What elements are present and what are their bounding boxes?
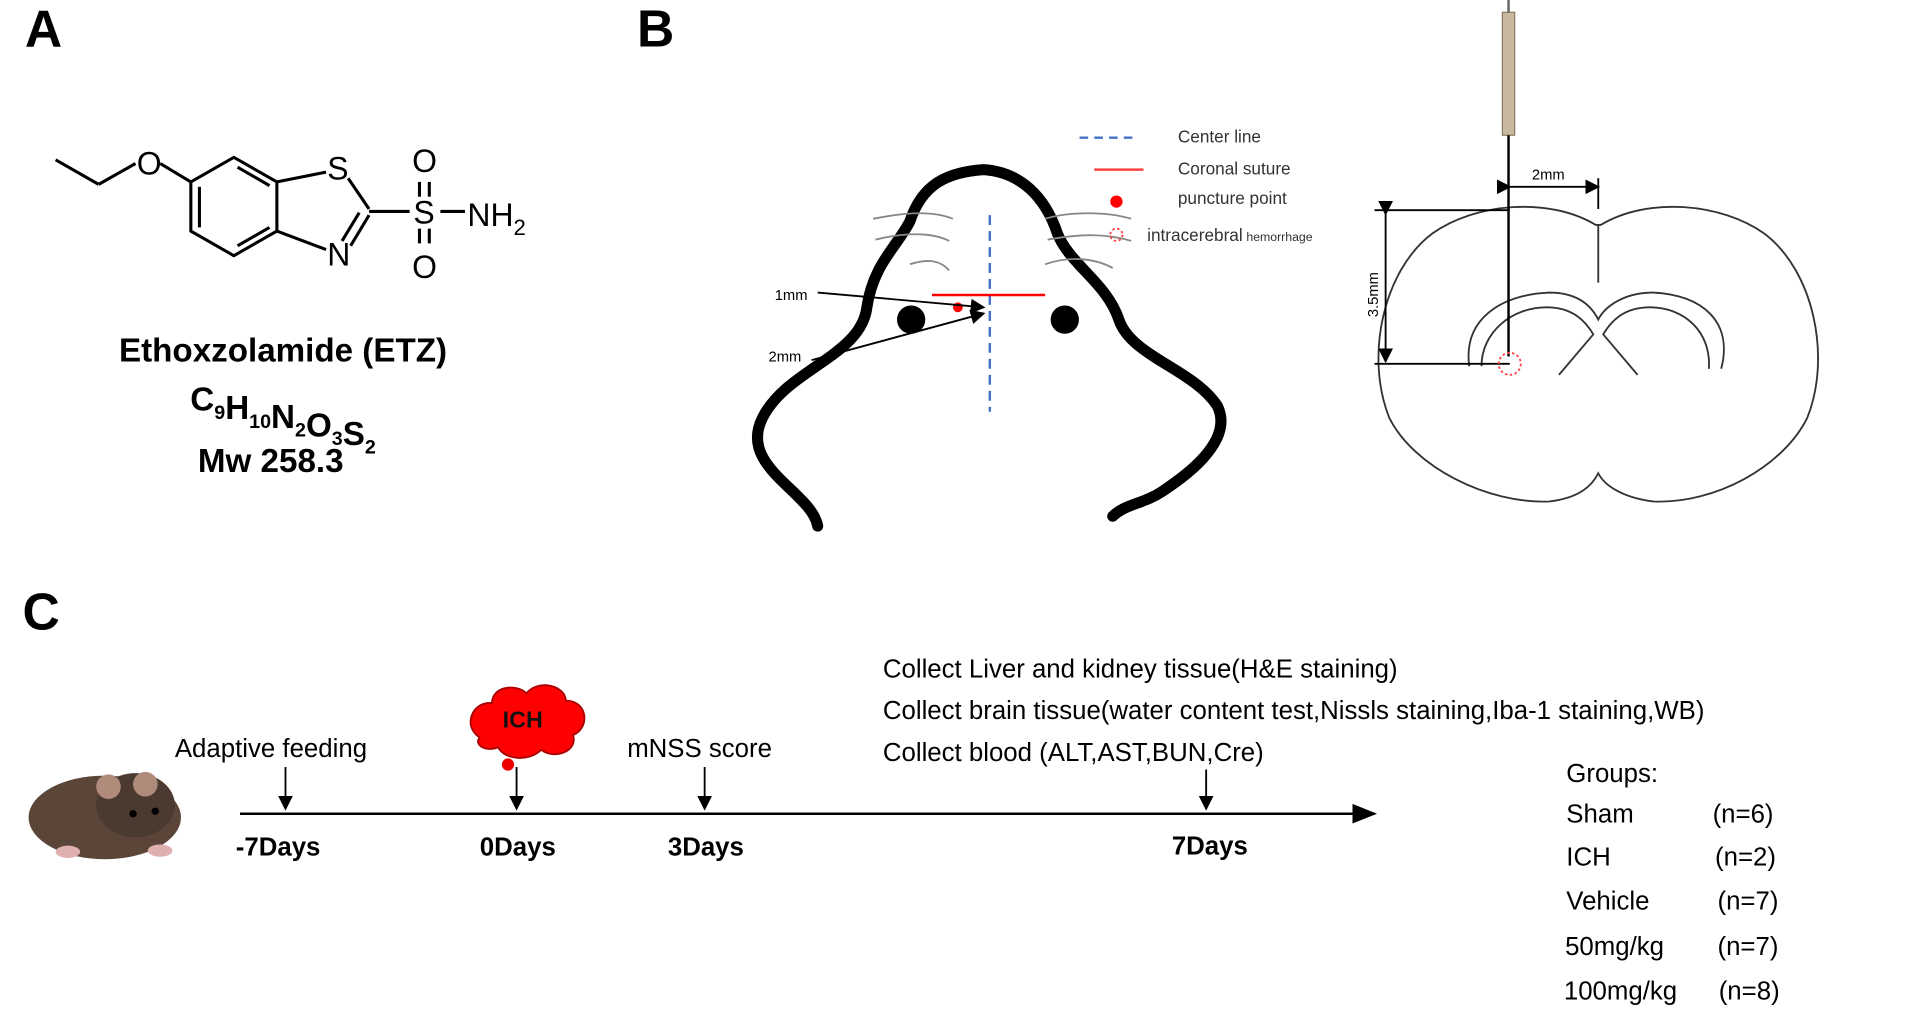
collect-blood: Collect blood (ALT,AST,BUN,Cre) xyxy=(883,739,1264,767)
measure-depth: 3.5mm xyxy=(1366,272,1382,317)
collect-brain: Collect brain tissue(water content test,… xyxy=(883,697,1705,725)
group-n: (n=7) xyxy=(1717,933,1778,961)
event-mnss-score: mNSS score xyxy=(627,735,772,763)
atom-o: O xyxy=(137,146,162,182)
brain-measure-lines xyxy=(1374,178,1601,365)
atom-nh2: NH2 xyxy=(467,197,525,240)
group-n: (n=8) xyxy=(1719,977,1780,1005)
formula-element: C xyxy=(190,382,214,419)
legend-hemorrhage-swatch xyxy=(1109,227,1124,242)
legend-puncture-swatch xyxy=(1110,195,1123,208)
formula-element: O xyxy=(306,407,332,444)
atom-o: O xyxy=(412,143,437,179)
brain-coronal-section xyxy=(1377,205,1819,503)
group-name: 100mg/kg xyxy=(1564,977,1677,1005)
formula-subscript: 2 xyxy=(295,419,306,441)
legend: Center line Coronal suture puncture poin… xyxy=(1079,127,1313,245)
groups-title: Groups: xyxy=(1566,760,1658,788)
day-label: -7Days xyxy=(236,834,321,862)
groups-list: Groups: Sham (n=6) ICH (n=2) Vehicle (n=… xyxy=(1564,760,1780,1006)
rat-photo xyxy=(28,771,182,860)
formula-subscript: 9 xyxy=(214,402,225,424)
formula-element: N xyxy=(271,399,295,436)
day-label: 0Days xyxy=(480,834,556,862)
event-adaptive-feeding: Adaptive feeding xyxy=(175,735,367,763)
formula-element: H xyxy=(225,390,249,427)
panel-label-c: C xyxy=(22,582,59,640)
day-label: 7Days xyxy=(1172,832,1248,860)
group-n: (n=2) xyxy=(1715,843,1776,871)
atom-n: N xyxy=(327,237,350,273)
ich-label: ICH xyxy=(503,707,543,733)
timeline-arrows xyxy=(278,767,1214,811)
group-n: (n=7) xyxy=(1717,888,1778,916)
formula-element: S xyxy=(343,416,365,453)
group-name: Sham xyxy=(1566,800,1633,828)
atom-s: S xyxy=(327,150,348,186)
formula-subscript: 2 xyxy=(365,437,376,459)
atom-o: O xyxy=(412,249,437,285)
measure-lateral-2mm: 2mm xyxy=(1532,167,1565,183)
compound-formula: C9H10N2O3S2 xyxy=(190,382,376,459)
chemical-structure xyxy=(54,155,465,258)
syringe xyxy=(1501,0,1516,357)
day-label: 3Days xyxy=(668,834,744,862)
collect-liver-kidney: Collect Liver and kidney tissue(H&E stai… xyxy=(883,655,1398,683)
measure-2mm: 2mm xyxy=(769,349,802,365)
molecular-weight: Mw 258.3 xyxy=(198,443,344,480)
rat-skull-drawing xyxy=(751,164,1227,532)
atom-s: S xyxy=(413,195,434,231)
group-name: ICH xyxy=(1566,843,1610,871)
legend-puncture-point: puncture point xyxy=(1178,188,1287,208)
formula-subscript: 10 xyxy=(249,411,271,433)
formula-subscript: 3 xyxy=(332,428,343,450)
legend-center-line: Center line xyxy=(1178,127,1261,147)
atom-labels: O S N S O O NH2 xyxy=(137,143,526,285)
legend-coronal-suture: Coronal suture xyxy=(1178,159,1291,179)
ich-cloud-icon xyxy=(469,684,586,771)
panel-label-b: B xyxy=(637,0,674,58)
measure-1mm: 1mm xyxy=(775,288,808,304)
group-name: 50mg/kg xyxy=(1565,933,1664,961)
group-n: (n=6) xyxy=(1713,800,1774,828)
group-name: Vehicle xyxy=(1566,888,1649,916)
panel-label-a: A xyxy=(25,0,62,58)
compound-name: Ethoxzolamide (ETZ) xyxy=(119,332,447,369)
hemorrhage-site xyxy=(1497,351,1522,376)
